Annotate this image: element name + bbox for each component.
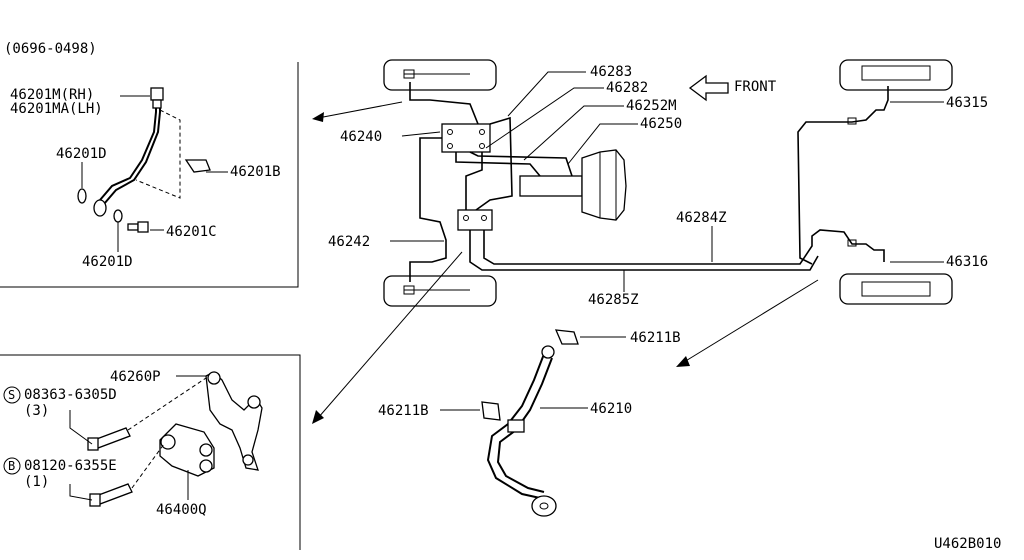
front-brake-hose (99, 96, 157, 201)
label-46201M: 46201M(RH) (10, 87, 94, 103)
inset-top-left: 46201M(RH) 46201MA(LH) 46201D 46201B 462… (0, 62, 299, 288)
brake-booster (581, 149, 627, 221)
rear-hose-detail: 46211B 46211B 46210 (378, 329, 681, 517)
bolt-s-icon (93, 427, 131, 449)
rear-hose-fitting-top (541, 345, 555, 359)
pipe-front-left (409, 82, 479, 125)
label-46240: 46240 (340, 129, 382, 145)
symbol-b: B (8, 459, 15, 473)
pipe-46285Z (469, 230, 819, 271)
washer-icon (77, 188, 87, 204)
date-range-label: (0696-0498) (4, 41, 97, 57)
clip-top-icon (554, 329, 579, 345)
proportioning-valve (159, 423, 215, 477)
junction-block-rear (457, 209, 493, 231)
label-46201C: 46201C (166, 224, 217, 240)
label-46201MA: 46201MA(LH) (10, 101, 103, 117)
label-46284Z: 46284Z (676, 210, 727, 226)
front-right-wheel (839, 59, 953, 91)
front-label: FRONT (734, 79, 777, 95)
label-46211B-left: 46211B (378, 403, 429, 419)
figure-code: U462B010 (934, 536, 1001, 552)
rear-left-wheel (383, 275, 497, 307)
washer-icon-2 (113, 209, 123, 223)
label-46252M: 46252M (626, 98, 677, 114)
label-46211B-top: 46211B (630, 330, 681, 346)
label-46250: 46250 (640, 116, 682, 132)
symbol-b-circle (3, 457, 21, 475)
label-08363-6305D: 08363-6305D (24, 387, 117, 403)
label-46201B: 46201B (230, 164, 281, 180)
label-46201D-2: 46201D (82, 254, 133, 270)
rear-right-wheel (839, 273, 953, 305)
union-bolt-icon (127, 223, 139, 231)
clip-left-icon (481, 401, 501, 421)
front-left-wheel (383, 59, 497, 91)
label-46282: 46282 (606, 80, 648, 96)
front-direction-arrow-icon (688, 74, 729, 102)
label-46400Q: 46400Q (156, 502, 207, 518)
label-qty-1: (1) (24, 474, 49, 490)
label-46316: 46316 (946, 254, 988, 270)
bolt-b-icon (95, 483, 133, 505)
main-layout: FRONT 46283 46282 46252M 46250 46240 462… (312, 59, 988, 424)
rear-brake-hose (486, 353, 545, 499)
label-46260P: 46260P (110, 369, 161, 385)
label-46201D: 46201D (56, 146, 107, 162)
symbol-s: S (8, 388, 15, 402)
label-08120-6355E: 08120-6355E (24, 458, 117, 474)
pipe-46315 (797, 86, 889, 265)
label-qty-3: (3) (24, 403, 49, 419)
hose-fitting-top (150, 87, 164, 101)
valve-bracket (205, 371, 263, 471)
rear-hose-eye-fitting (531, 495, 557, 517)
clip-icon (184, 159, 211, 173)
label-46210: 46210 (590, 401, 632, 417)
inset-bottom-left: S B 46260P 08363-6305D (3) 08120-6355E (… (0, 354, 301, 550)
label-46315: 46315 (946, 95, 988, 111)
label-46285Z: 46285Z (588, 292, 639, 308)
pipe-46284Z (483, 229, 885, 265)
label-46283: 46283 (590, 64, 632, 80)
master-cylinder (519, 175, 583, 197)
junction-block-front (441, 123, 491, 153)
symbol-s-circle (3, 386, 21, 404)
label-46242: 46242 (328, 234, 370, 250)
hose-end-fitting (93, 199, 107, 217)
pipe-rear-left (409, 137, 447, 282)
